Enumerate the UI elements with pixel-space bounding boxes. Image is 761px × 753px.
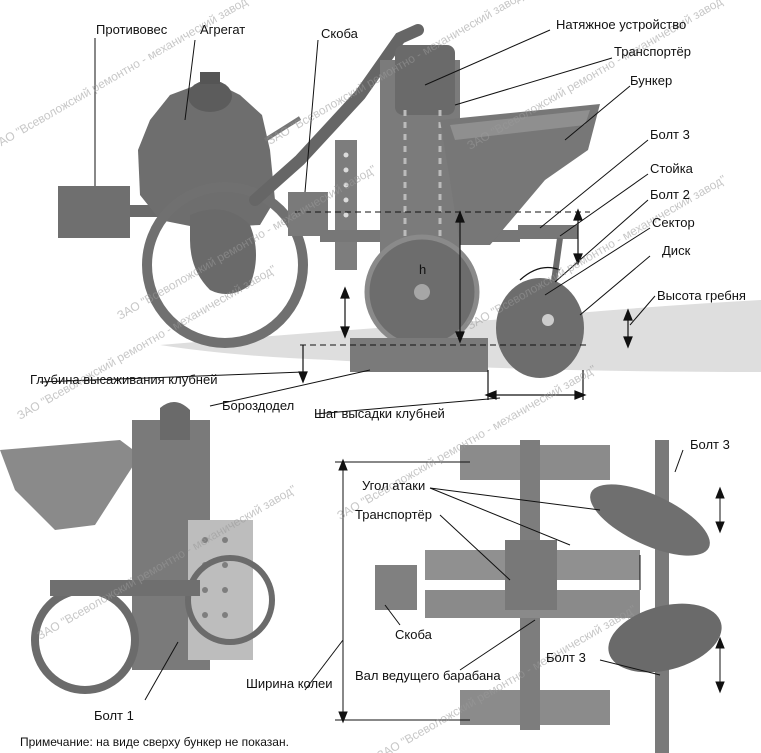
label-bolt3-bottom: Болт 3 [546,650,586,665]
leader-lines-side [39,29,656,415]
leader-lines-top [304,449,725,724]
hitch-bracket [288,192,328,236]
watermark-text: ЗАО "Всеволожский ремонтно - механически… [335,362,599,523]
disc-hub [542,314,554,326]
label-planting-step: Шаг высадки клубней [314,406,445,421]
hitch-holes [343,152,349,218]
label-attack-angle: Угол атаки [362,478,426,493]
conveyor-top [395,45,455,115]
leader-bolt1 [144,641,179,701]
label-bolt3: Болт 3 [650,127,690,142]
hopper-highlight [450,110,590,140]
label-disc: Диск [662,243,691,258]
main-wheel-tire [190,209,256,294]
hopper-body [440,104,600,245]
label-furrower: Бороздодел [222,398,295,413]
label-bolt3-top: Болт 3 [690,437,730,452]
counterweight-block [58,186,130,238]
label-track-width: Ширина колеи [246,676,333,691]
label-drive-shaft: Вал ведущего барабана [355,668,501,683]
hitch-plate [335,140,357,270]
hiller-disc [496,278,584,378]
drum-hub [414,284,430,300]
handle-brace [263,116,302,142]
label-aggregate: Агрегат [200,22,246,37]
label-bolt1: Болт 1 [94,708,134,723]
label-note: Примечание: на виде сверху бункер не пок… [20,735,289,749]
furrower-block [350,338,488,372]
label-bolt2: Болт 2 [650,187,690,202]
label-sector: Сектор [652,215,695,230]
label-counterweight: Противовес [96,22,168,37]
label-ridge-height: Высота гребня [657,288,746,303]
label-conveyor-top: Транспортёр [355,507,432,522]
label-conveyor: Транспортёр [614,44,691,59]
top-view-frame [375,440,722,753]
engine-cylinder [188,80,232,112]
perspective-render [0,401,275,694]
dimension-arrows-side [298,208,633,400]
engine-cap [200,72,220,84]
stand-bar [518,225,578,239]
label-bracket-top: Скоба [395,627,432,642]
label-stand: Стойка [650,161,693,176]
label-hopper: Бункер [630,73,673,88]
handle-bar [249,24,424,206]
label-tensioner: Натяжное устройство [556,17,687,32]
label-bracket: Скоба [321,26,358,41]
label-h: h [419,262,427,277]
label-planting-depth: Глубина высаживания клубней [30,372,218,387]
main-wheel-rim [142,182,308,348]
